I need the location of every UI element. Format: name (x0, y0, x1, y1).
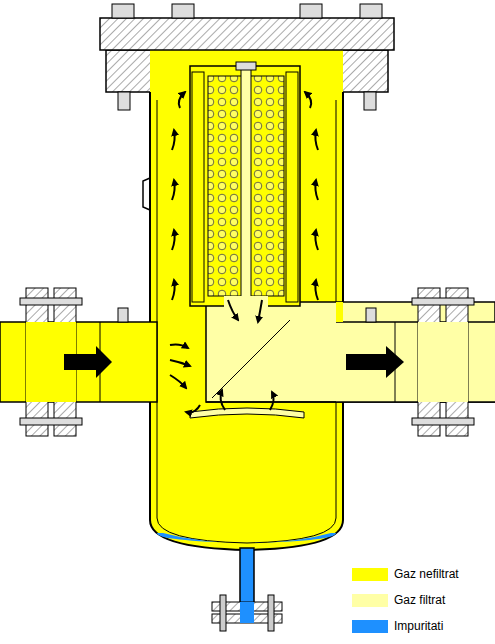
legend-swatch (352, 568, 388, 581)
legend-text: Gaz filtrat (394, 593, 445, 607)
legend-row: Impuritati (352, 613, 459, 639)
legend-row: Gaz filtrat (352, 587, 459, 613)
legend-text: Gaz nefiltrat (394, 567, 459, 581)
legend-swatch (352, 594, 388, 607)
legend-swatch (352, 620, 388, 633)
legend-text: Impuritati (394, 619, 443, 633)
legend-row: Gaz nefiltrat (352, 561, 459, 587)
legend: Gaz nefiltratGaz filtratImpuritati (352, 561, 459, 639)
